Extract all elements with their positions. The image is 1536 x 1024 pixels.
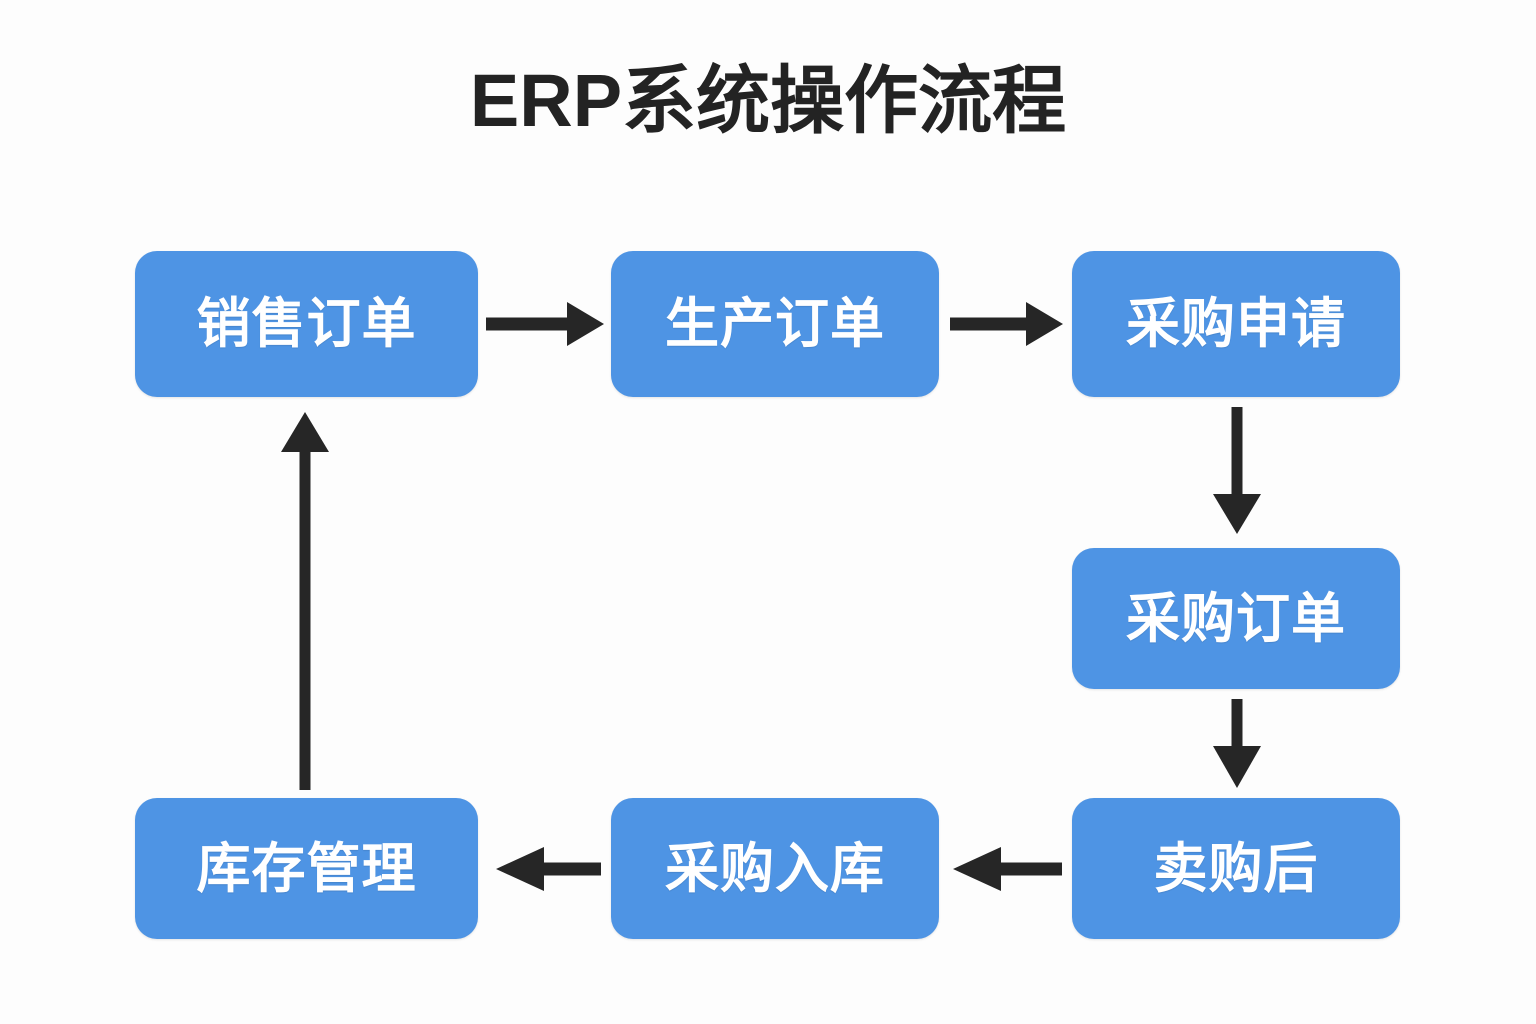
node-sales-order[interactable]: 销售订单 [135, 251, 478, 397]
node-production-order[interactable]: 生产订单 [611, 251, 939, 397]
node-label: 采购订单 [1126, 588, 1346, 649]
page-title: ERP系统操作流程 [469, 59, 1067, 142]
node-label: 采购申请 [1126, 294, 1346, 354]
node-after-purchase[interactable]: 卖购后 [1072, 798, 1400, 939]
node-inventory-management[interactable]: 库存管理 [135, 798, 478, 939]
node-label: 采购入库 [665, 838, 885, 899]
node-label: 销售订单 [196, 294, 417, 354]
node-label: 卖购后 [1153, 838, 1319, 899]
edge-aftersale-to-receipt [953, 847, 1062, 891]
edge-purchorder-to-aftersale [1213, 699, 1261, 788]
node-purchase-receipt[interactable]: 采购入库 [611, 798, 939, 939]
edge-purchreq-to-purchorder [1213, 407, 1261, 534]
node-label: 生产订单 [665, 294, 885, 354]
edge-receipt-to-inventory [496, 847, 601, 891]
node-purchase-order[interactable]: 采购订单 [1072, 548, 1400, 689]
node-purchase-requisition[interactable]: 采购申请 [1072, 251, 1400, 397]
edge-sales-to-production [486, 302, 604, 346]
edge-production-to-purchreq [950, 302, 1063, 346]
node-label: 库存管理 [196, 838, 417, 899]
edge-inventory-to-sales [281, 412, 329, 790]
